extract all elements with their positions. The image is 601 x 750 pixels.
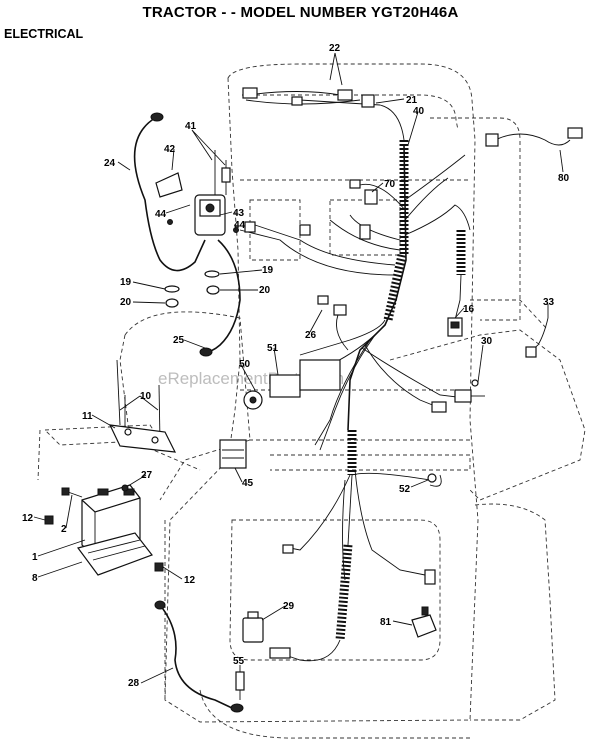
- callout-30: 30: [481, 336, 493, 347]
- bolts-12-2-27: [44, 484, 164, 572]
- connector-70: [349, 179, 378, 240]
- module-51: [269, 359, 341, 398]
- callout-1: 1: [32, 552, 38, 563]
- callout-42: 42: [164, 144, 176, 155]
- connector-80: [485, 127, 583, 147]
- cable-28: [154, 600, 244, 713]
- callout-80: 80: [558, 173, 570, 184]
- callout-44-b: 44: [234, 220, 246, 231]
- callout-50: 50: [239, 359, 251, 370]
- callout-70: 70: [384, 179, 396, 190]
- callout-8: 8: [32, 573, 38, 584]
- callout-2: 2: [61, 524, 67, 535]
- connector-21: [361, 94, 375, 108]
- section-label: ELECTRICAL: [4, 27, 84, 41]
- fuse-55: [235, 671, 245, 700]
- callout-45: 45: [242, 478, 254, 489]
- callout-28: 28: [128, 678, 140, 689]
- leader-lines: [33, 52, 564, 684]
- callout-43: 43: [233, 208, 245, 219]
- callout-19-b: 19: [262, 265, 274, 276]
- callout-29: 29: [283, 601, 295, 612]
- callout-11: 11: [82, 411, 93, 422]
- callout-12-a: 12: [22, 513, 34, 524]
- callout-52: 52: [399, 484, 411, 495]
- callout-33: 33: [543, 297, 555, 308]
- washers-19-20: [164, 270, 220, 308]
- harness-end-connectors: [244, 221, 447, 659]
- callout-20-a: 20: [120, 297, 132, 308]
- key-switch-50: [243, 390, 263, 410]
- callout-labels: 22 21 40 80 41 42 24 70 44 43 44 19 19 2…: [22, 43, 570, 689]
- callout-25: 25: [173, 335, 185, 346]
- battery-tray-8: [76, 532, 153, 576]
- callout-24: 24: [104, 158, 116, 169]
- callout-10: 10: [140, 391, 152, 402]
- connector-22: [242, 87, 353, 106]
- callout-51: 51: [267, 343, 279, 354]
- callout-40: 40: [413, 106, 425, 117]
- callout-26: 26: [305, 330, 317, 341]
- callout-20-b: 20: [259, 285, 271, 296]
- callout-27: 27: [141, 470, 153, 481]
- sensor-52: [427, 473, 442, 487]
- hold-down-11: [108, 424, 177, 453]
- callout-21: 21: [406, 95, 418, 106]
- callout-19-a: 19: [120, 277, 132, 288]
- main-harness-coil: [335, 140, 466, 641]
- callout-41: 41: [185, 121, 197, 132]
- diagram-title: TRACTOR - - MODEL NUMBER YGT20H46A: [142, 4, 459, 21]
- solenoid-43: [155, 150, 239, 236]
- callout-81: 81: [380, 617, 392, 628]
- switch-30: [454, 379, 485, 403]
- solenoid-29: [242, 611, 264, 643]
- callout-16: 16: [463, 304, 475, 315]
- cable-25: [199, 239, 241, 357]
- cable-24: [133, 112, 206, 272]
- module-45: [219, 439, 247, 469]
- connector-26: [317, 295, 347, 316]
- wire-33: [525, 317, 549, 358]
- callout-44-a: 44: [155, 209, 167, 220]
- callout-22: 22: [329, 43, 341, 54]
- callout-12-b: 12: [184, 575, 196, 586]
- callout-55: 55: [233, 656, 245, 667]
- chassis-outline: [37, 63, 586, 739]
- relay-81: [411, 606, 437, 638]
- switch-16: [447, 317, 463, 337]
